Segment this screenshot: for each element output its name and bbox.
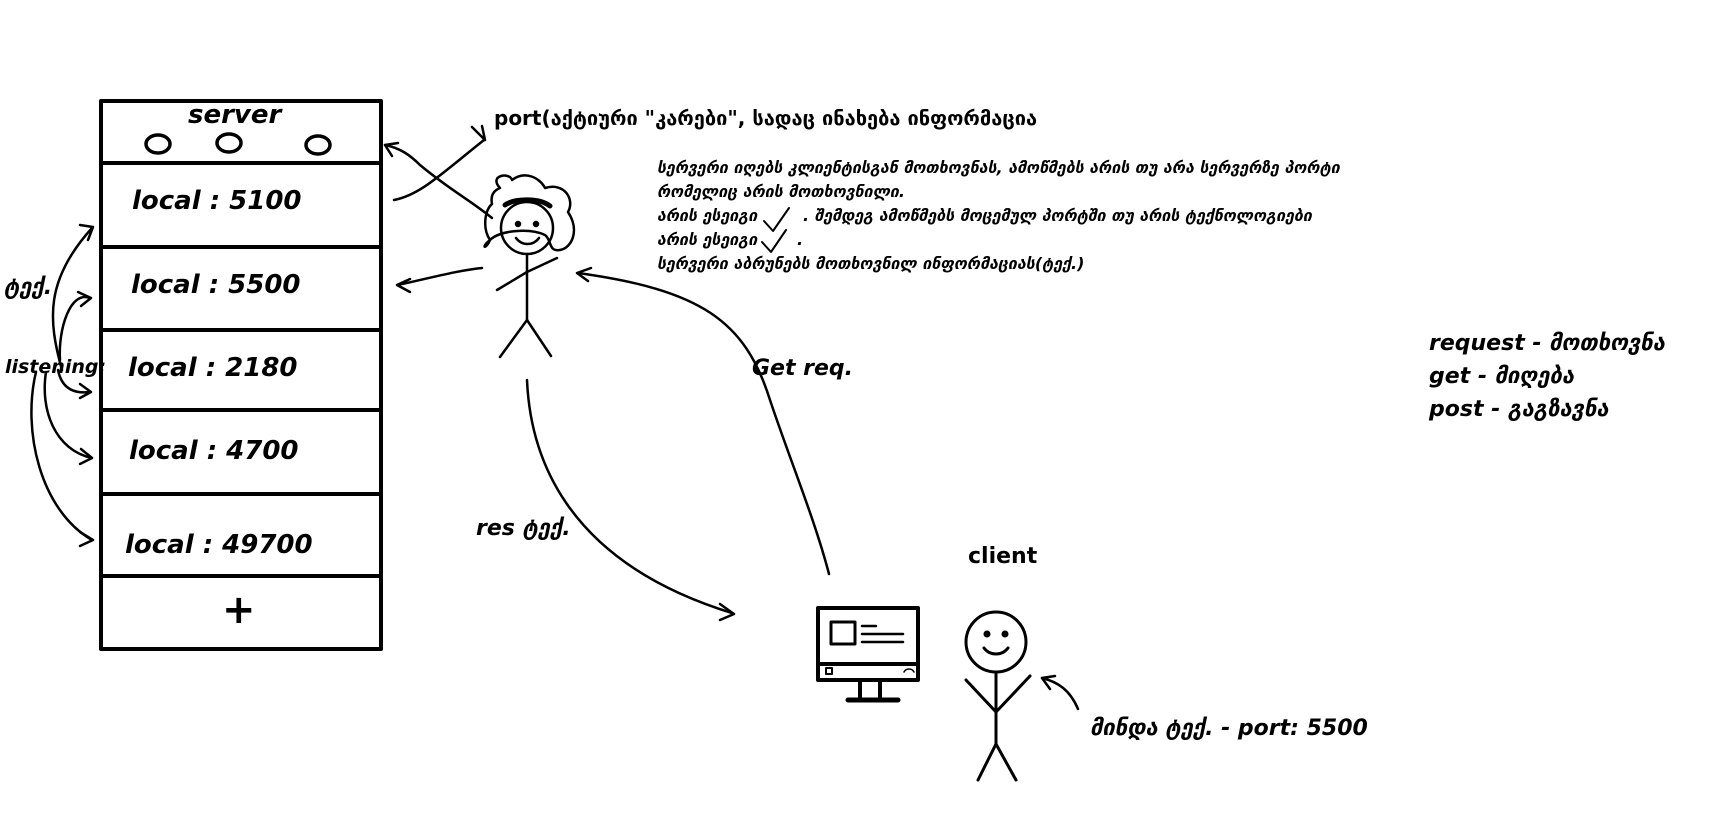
check-icon xyxy=(763,207,790,232)
listening-arrows xyxy=(30,223,95,548)
port-label: local : 5500 xyxy=(131,270,301,300)
monitor-icon xyxy=(816,606,920,703)
server-person-figure xyxy=(483,174,576,359)
description-line: არის ესეიგი xyxy=(657,206,758,225)
server-title: server xyxy=(188,100,282,130)
hair-outline xyxy=(483,174,576,252)
listening-label: listening: xyxy=(5,356,107,378)
description-line: სერვერი აბრუნებს მოთხოვნილ ინფორმაციას(ტ… xyxy=(657,254,1085,273)
server-port-circle xyxy=(144,133,172,155)
client-request-note: მინდა ტექ. - port: 5500 xyxy=(1090,716,1368,741)
server-port-circle xyxy=(304,134,332,156)
response-label: res ტექ. xyxy=(476,516,571,541)
glossary-item: post - გაგზავნა xyxy=(1429,397,1609,422)
add-port-button: + xyxy=(222,587,256,633)
head xyxy=(499,200,555,256)
port-label: local : 5100 xyxy=(132,186,302,216)
tech-label: ტექ. xyxy=(4,275,53,300)
description-line: რომელიც არის მოთხოვნილი. xyxy=(657,182,905,201)
description-line: . შემდეგ ამოწმებს მოცემულ პორტში თუ არის… xyxy=(803,206,1312,225)
check-icon xyxy=(761,229,787,253)
port-note: port(აქტიური "კარები", სადაც ინახება ინფ… xyxy=(494,106,1038,130)
port-label: local : 2180 xyxy=(128,353,298,383)
port-label: local : 4700 xyxy=(129,436,299,466)
glossary-item: request - მოთხოვნა xyxy=(1429,331,1665,356)
glossary-item: get - მიღება xyxy=(1429,364,1575,389)
person-arrows xyxy=(383,124,1080,711)
server-port-circle xyxy=(215,132,243,154)
server-outline xyxy=(99,99,383,651)
description-line: . xyxy=(797,230,804,249)
client-figure xyxy=(964,610,1032,782)
get-request-label: Get req. xyxy=(752,356,854,381)
server-rack xyxy=(99,99,383,651)
description-line: სერვერი იღებს კლიენტისგან მოთხოვნას, ამო… xyxy=(657,158,1340,177)
client-label: client xyxy=(968,544,1038,569)
description-line: არის ესეიგი xyxy=(657,230,758,249)
port-label: local : 49700 xyxy=(125,530,313,560)
